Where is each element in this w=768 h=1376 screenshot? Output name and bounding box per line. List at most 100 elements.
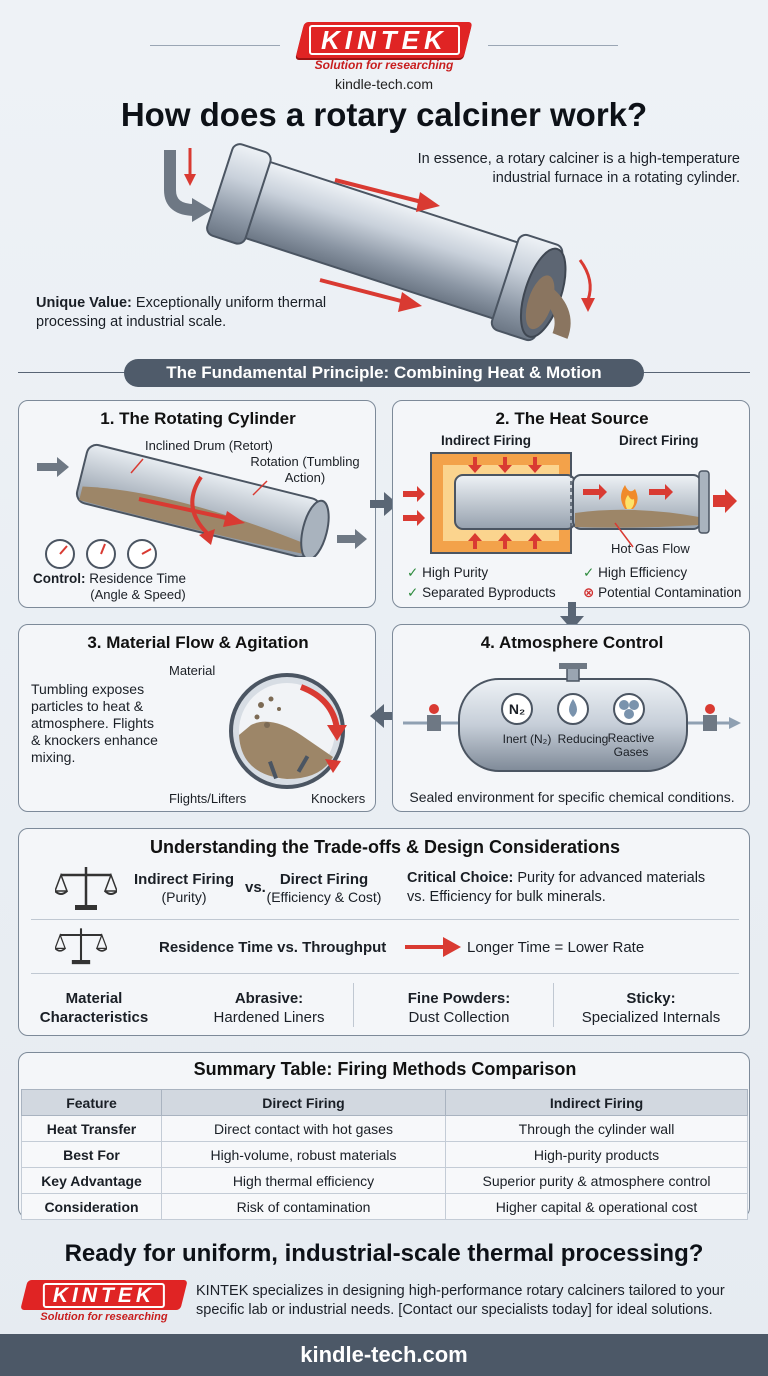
- gas-label-inert: Inert (N₂): [502, 732, 552, 746]
- valve-icon: [427, 704, 441, 731]
- panel-3-title: 3. Material Flow & Agitation: [87, 633, 309, 652]
- balance-scale-icon: [55, 928, 107, 965]
- indirect-firing-label: Indirect Firing: [441, 433, 532, 448]
- rotating-drum-illustration: [37, 443, 367, 557]
- logo-text: KINTEK: [308, 25, 460, 55]
- material-characteristics-heading: Material Characteristics: [39, 990, 149, 1026]
- cta-body: KINTEK specializes in designing high-per…: [196, 1283, 725, 1318]
- panel-material-flow: 3. Material Flow & Agitation Tumbling ex…: [18, 624, 376, 812]
- panel-summary-table: Summary Table: Firing Methods Comparison…: [18, 1052, 750, 1220]
- principle-heading: The Fundamental Principle: Combining Hea…: [124, 359, 644, 387]
- material-label: Material: [169, 663, 216, 678]
- unique-value: Unique Value: Exceptionally uniform ther…: [36, 294, 336, 332]
- intro-text: In essence, a rotary calciner is a high-…: [417, 151, 740, 186]
- direct-firing-label: Direct Firing: [619, 433, 699, 448]
- flights-label: Flights/Lifters: [169, 791, 247, 806]
- header-site-link[interactable]: kindle-tech.com: [334, 76, 434, 92]
- knockers-label: Knockers: [311, 791, 366, 806]
- summary-table: Feature Direct Firing Indirect Firing He…: [21, 1089, 748, 1220]
- table-row: Heat Transfer Direct contact with hot ga…: [21, 1115, 748, 1142]
- unique-value-text: Exceptionally uniform thermal processing…: [36, 295, 327, 330]
- rotation-icon: [190, 475, 209, 535]
- check-icon: ✓: [407, 565, 419, 580]
- page-title: How does a rotary calciner work?: [120, 96, 648, 133]
- control-sub: (Angle & Speed): [90, 587, 186, 602]
- hero-flow-arrow-bottom: [319, 278, 406, 304]
- panel-atmosphere-control: 4. Atmosphere Control N₂ Inert (N₂) Redu…: [392, 624, 750, 812]
- check-icon: ✓: [583, 565, 595, 580]
- logo-tagline: Solution for researching: [314, 58, 454, 72]
- check-item-left-1: ✓ Separated Byproducts: [407, 585, 556, 600]
- hero-cylinder-illustration: [164, 143, 595, 342]
- gauge-icon: [127, 539, 157, 569]
- gas-label-reducing: Reducing: [557, 732, 609, 746]
- table-header-direct: Direct Firing: [161, 1089, 446, 1116]
- tradeoff-right-sub: (Efficiency & Cost): [266, 889, 382, 905]
- unique-value-label: Unique Value:: [36, 295, 132, 311]
- characteristic-divider: [553, 983, 554, 1027]
- sealed-vessel-illustration: [403, 663, 741, 772]
- tradeoffs-title: Understanding the Trade-offs & Design Co…: [149, 837, 621, 857]
- characteristic-sticky: Sticky: Specialized Internals: [581, 990, 721, 1026]
- gauge-icons: [45, 539, 157, 569]
- table-row: Best For High-volume, robust materials H…: [21, 1141, 748, 1168]
- panel-heat-source: 2. The Heat Source Indirect Firing Direc…: [392, 400, 750, 608]
- critical-choice-text: Purity for advanced materials vs. Effici…: [407, 870, 706, 905]
- check-icon: ✓: [407, 585, 419, 600]
- characteristic-divider: [353, 983, 354, 1027]
- check-item-right-0: ✓ High Efficiency: [583, 565, 688, 580]
- check-item-left-0: ✓ High Purity: [407, 565, 489, 580]
- valve-icon: [703, 704, 717, 731]
- table-row: Consideration Risk of contamination High…: [21, 1193, 748, 1220]
- header-deco-line-right: [488, 45, 618, 46]
- atmosphere-caption: Sealed environment for specific chemical…: [409, 789, 735, 805]
- panel-1-title: 1. The Rotating Cylinder: [100, 409, 296, 428]
- hot-gas-label: Hot Gas Flow: [611, 541, 690, 556]
- footer-site-link[interactable]: kindle-tech.com: [0, 1334, 768, 1376]
- flow-arrow-right-icon: [370, 492, 398, 516]
- gas-label-reactive: Reactive Gases: [607, 731, 655, 759]
- x-icon: ⊗: [583, 585, 595, 600]
- inert-gas-symbol: N₂: [508, 701, 526, 717]
- footer-kintek-logo[interactable]: KINTEK: [20, 1280, 188, 1310]
- residence-result: Longer Time = Lower Rate: [467, 939, 645, 956]
- check-item-right-1: ⊗ Potential Contamination: [583, 585, 742, 600]
- heat-source-illustration: [403, 452, 737, 554]
- footer-logo-text: KINTEK: [42, 1282, 166, 1308]
- panel-4-title: 4. Atmosphere Control: [480, 633, 664, 652]
- tradeoff-vs: vs.: [245, 879, 266, 896]
- flow-arrow-down-icon: [560, 602, 584, 630]
- arrow-right-icon: [405, 937, 461, 957]
- table-row: Key Advantage High thermal efficiency Su…: [21, 1167, 748, 1194]
- panel-2-title: 2. The Heat Source: [495, 409, 649, 428]
- table-header-indirect: Indirect Firing: [445, 1089, 748, 1116]
- control-value: Residence Time: [89, 571, 187, 586]
- characteristic-abrasive: Abrasive: Hardened Liners: [213, 990, 325, 1026]
- panel-tradeoffs: Understanding the Trade-offs & Design Co…: [18, 828, 750, 1036]
- heat-arrows: [403, 457, 737, 549]
- rotation-label: Rotation (Tumbling Action): [250, 454, 360, 485]
- control-text: Control: Residence Time: [33, 571, 233, 586]
- tradeoff-divider: [31, 973, 739, 974]
- panel-rotating-cylinder: 1. The Rotating Cylinder Inclined Drum (…: [18, 400, 376, 608]
- table-header-row: Feature Direct Firing Indirect Firing: [21, 1089, 748, 1116]
- material-flow-description: Tumbling exposes particles to heat & atm…: [31, 681, 158, 765]
- gauge-icon: [45, 539, 75, 569]
- drum-outlet-arrow: [337, 529, 367, 549]
- cta-title: Ready for uniform, industrial-scale ther…: [64, 1240, 704, 1267]
- drum-label: Inclined Drum (Retort): [145, 438, 273, 453]
- residence-tradeoff: Residence Time vs. Throughput: [159, 939, 387, 956]
- tradeoff-left-option: Indirect Firing: [133, 871, 234, 888]
- drum-cross-section-illustration: [229, 673, 347, 789]
- header-deco-line-left: [150, 45, 280, 46]
- inert-gas-icon: [501, 693, 533, 725]
- critical-choice: Critical Choice: Purity for advanced mat…: [407, 869, 727, 907]
- hero-flow-arrow-top: [334, 178, 423, 204]
- kintek-logo[interactable]: KINTEK: [295, 22, 473, 58]
- rotation-icon: [299, 684, 340, 730]
- characteristic-fine-powders: Fine Powders: Dust Collection: [407, 990, 511, 1026]
- tradeoff-right-option: Direct Firing: [279, 871, 369, 888]
- drum-inlet-arrow: [37, 457, 69, 477]
- control-label: Control:: [33, 571, 86, 586]
- balance-scale-icon: [55, 867, 117, 910]
